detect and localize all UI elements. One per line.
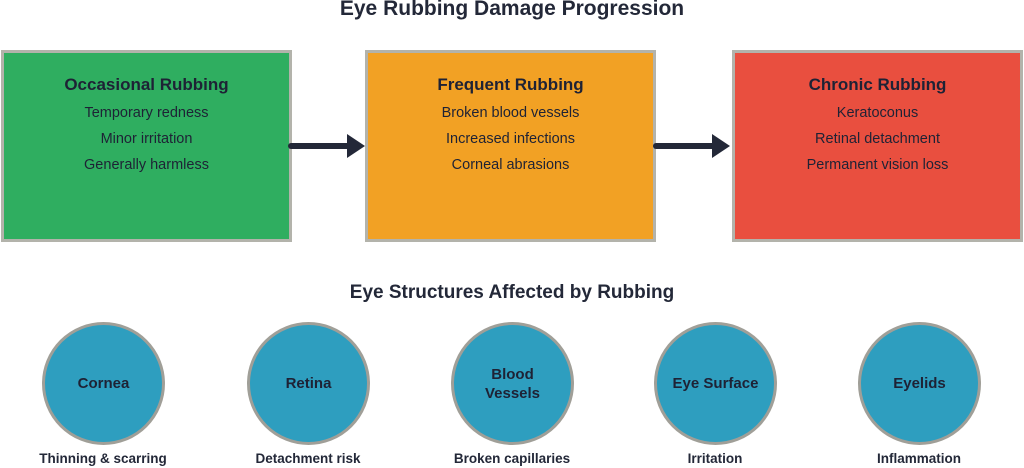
arrow-line-2 (653, 143, 715, 149)
stage-box-chronic: Chronic Rubbing Keratoconus Retinal deta… (732, 50, 1023, 242)
stage-item: Keratoconus (836, 105, 919, 121)
arrow-line-1 (288, 143, 350, 149)
structure-circle-cornea: Cornea (42, 322, 165, 445)
structure-label: Eyelids (893, 375, 946, 392)
structure-label: Eye Surface (672, 375, 759, 392)
stage-item: Increased infections (446, 131, 575, 147)
structure-sublabel: Irritation (687, 451, 743, 466)
stage-item: Temporary redness (84, 105, 209, 121)
stage-title-frequent: Frequent Rubbing (437, 75, 584, 94)
stage-title-chronic: Chronic Rubbing (808, 75, 947, 94)
stage-item: Minor irritation (100, 131, 193, 147)
structure-circle-blood-vessels: Blood Vessels (451, 322, 574, 445)
structure-circle-eyelids: Eyelids (858, 322, 981, 445)
stage-box-occasional: Occasional Rubbing Temporary redness Min… (1, 50, 292, 242)
stage-item: Retinal detachment (815, 131, 940, 147)
stage-item: Generally harmless (84, 157, 209, 173)
page-title: Eye Rubbing Damage Progression (339, 0, 685, 20)
structure-label: Blood Vessels (484, 365, 541, 402)
structure-sublabel: Detachment risk (255, 451, 361, 466)
structure-sublabel: Broken capillaries (453, 451, 571, 466)
structure-label: Retina (285, 375, 332, 392)
stage-box-frequent: Frequent Rubbing Broken blood vessels In… (365, 50, 656, 242)
structure-sublabel: Thinning & scarring (39, 451, 167, 466)
stage-title-occasional: Occasional Rubbing (64, 75, 229, 94)
stage-item: Broken blood vessels (441, 105, 580, 121)
section-title-structures: Eye Structures Affected by Rubbing (349, 282, 675, 303)
arrow-right-icon (347, 134, 365, 158)
arrow-right-icon (712, 134, 730, 158)
structure-circle-retina: Retina (247, 322, 370, 445)
stage-item: Permanent vision loss (806, 157, 949, 173)
stage-item: Corneal abrasions (451, 157, 570, 173)
structure-label: Cornea (77, 375, 130, 392)
structure-circle-eye-surface: Eye Surface (654, 322, 777, 445)
structure-sublabel: Inflammation (876, 451, 961, 466)
